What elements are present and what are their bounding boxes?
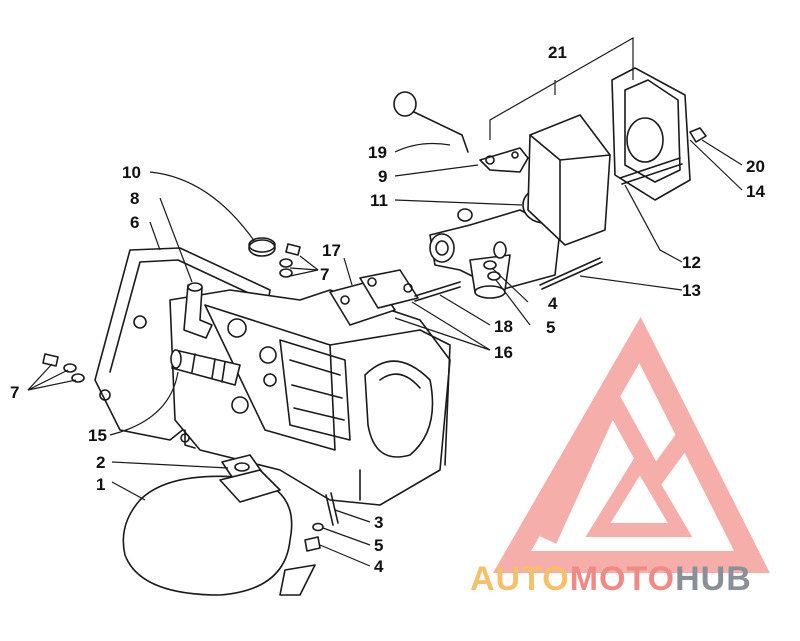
callout-7-top: 7 <box>320 265 329 284</box>
callout-6: 6 <box>130 213 139 232</box>
callout-16: 16 <box>494 343 513 362</box>
dipstick-19 <box>393 91 469 153</box>
screws-top <box>279 243 301 278</box>
rod-13 <box>539 257 603 290</box>
callout-7-left: 7 <box>10 383 19 402</box>
stud-18 <box>414 281 461 302</box>
breather-cap <box>248 237 276 257</box>
watermark-text: AUTOMOTOHUB <box>470 560 752 598</box>
watermark-hub: HUB <box>675 560 752 598</box>
spark-plug <box>170 349 241 386</box>
bracket-9 <box>479 147 529 173</box>
watermark-triangle <box>492 316 770 573</box>
callout-1: 1 <box>96 475 105 494</box>
callout-15: 15 <box>88 426 107 445</box>
callout-10: 10 <box>122 163 141 182</box>
callout-4-lower: 4 <box>374 557 384 576</box>
callout-14: 14 <box>746 182 765 201</box>
engine-block <box>169 289 451 506</box>
callout-13: 13 <box>682 281 701 300</box>
callout-17: 17 <box>322 241 341 260</box>
lower-hardware <box>304 492 339 552</box>
air-filter-housing <box>527 114 611 246</box>
bolt-12 <box>619 157 683 185</box>
svg-text:AUTOMOTOHUB: AUTOMOTOHUB <box>470 560 752 598</box>
watermark-moto: MOTO <box>570 560 675 598</box>
callout-5-right: 5 <box>546 318 555 337</box>
callout-19: 19 <box>368 143 387 162</box>
callout-5-lower: 5 <box>374 536 383 555</box>
callout-3: 3 <box>374 513 383 532</box>
muffler <box>122 469 316 596</box>
watermark-inner-triangle <box>585 448 693 537</box>
callout-20: 20 <box>746 157 765 176</box>
elbow-fitting <box>183 282 213 339</box>
air-filter-cover <box>611 67 691 201</box>
carb-nuts <box>483 260 501 281</box>
callout-2: 2 <box>96 453 105 472</box>
callout-18: 18 <box>494 317 513 336</box>
intake-gaskets <box>329 269 419 326</box>
callout-12: 12 <box>682 253 701 272</box>
leader-lines <box>27 36 743 567</box>
screws-left <box>42 353 85 383</box>
callout-8: 8 <box>130 189 139 208</box>
callout-11: 11 <box>370 191 388 210</box>
callout-labels: 21 19 9 11 10 8 6 7 17 18 16 4 5 12 13 2… <box>10 43 765 576</box>
watermark-logo <box>492 316 770 573</box>
watermark-m-stroke <box>539 379 698 544</box>
callout-21: 21 <box>548 43 567 62</box>
callout-4-right: 4 <box>548 294 558 313</box>
callout-9: 9 <box>378 167 387 186</box>
watermark-auto: AUTO <box>470 560 570 598</box>
nut-20 <box>689 127 707 143</box>
